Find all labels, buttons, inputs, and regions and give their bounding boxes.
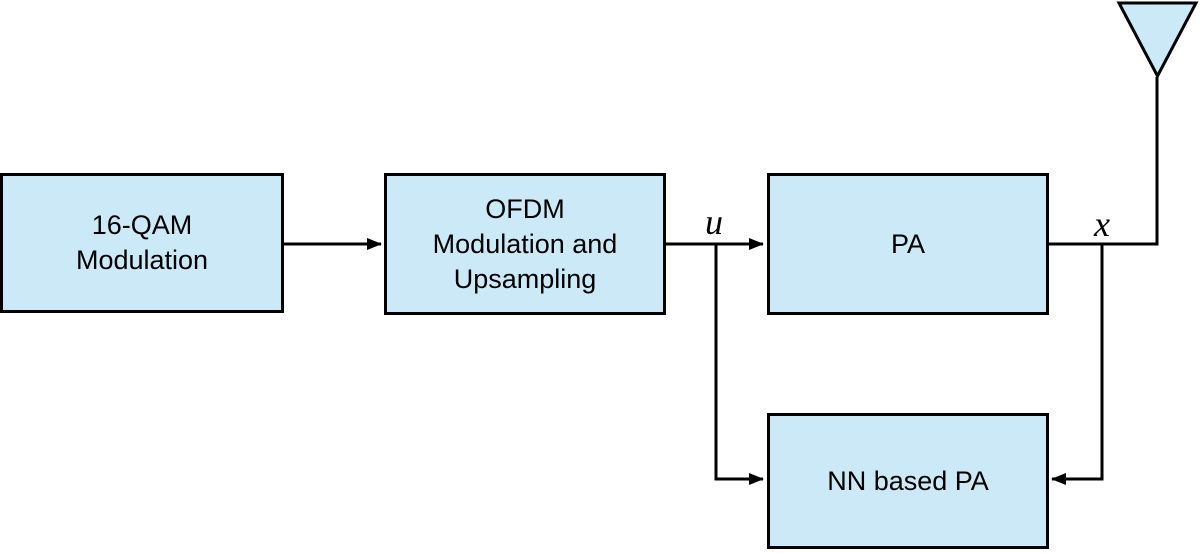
line-pa-to-antenna [1049, 77, 1159, 246]
block-16qam-modulation: 16-QAM Modulation [0, 173, 284, 313]
block-nn-based-pa: NN based PA [767, 413, 1049, 549]
signal-label-u: u [705, 202, 723, 242]
block-nn-based-pa-label: NN based PA [827, 465, 989, 496]
block-pa: PA [767, 173, 1049, 315]
arrow-x-to-nn-pa [1051, 244, 1104, 485]
block-16qam-modulation-label: 16-QAM Modulation [75, 210, 209, 275]
block-ofdm-modulation-upsampling-label: OFDM Modulation and Upsampling [432, 193, 618, 294]
arrow-u-to-nn-pa [714, 244, 764, 485]
antenna-icon [1116, 1, 1199, 80]
block-ofdm-modulation-upsampling: OFDM Modulation and Upsampling [384, 173, 666, 315]
block-pa-label: PA [890, 228, 925, 259]
signal-label-x: x [1094, 204, 1110, 244]
